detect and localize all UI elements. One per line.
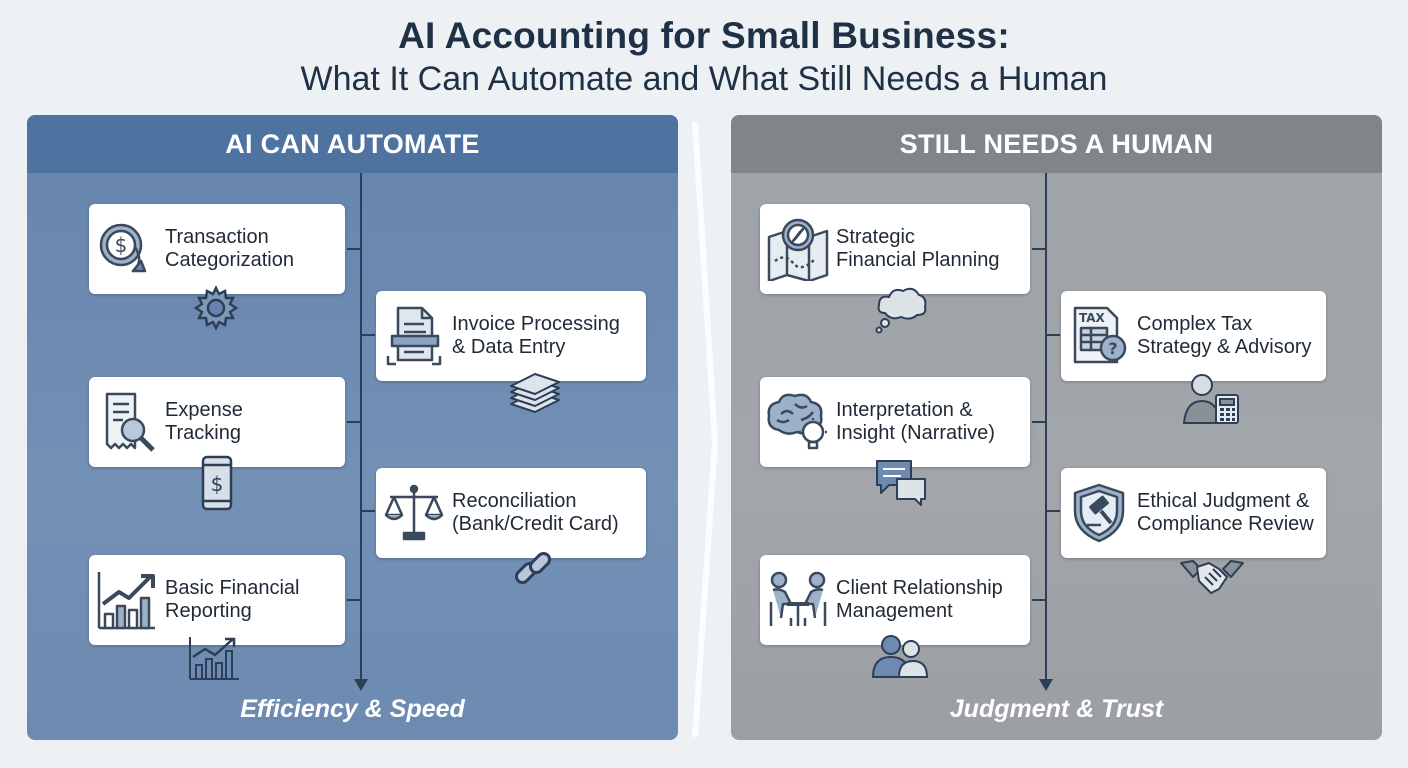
card-interpretation-insight: Interpretation & Insight (Narrative) — [760, 377, 1030, 467]
card-label: Basic Financial Reporting — [165, 577, 300, 622]
meeting-people-icon — [760, 565, 836, 635]
small-chart-icon — [187, 633, 241, 688]
card-expense-tracking: Expense Tracking — [89, 377, 345, 467]
right-spine-arrowhead — [1039, 679, 1053, 691]
card-client-relationship: Client Relationship Management — [760, 555, 1030, 645]
card-label: Expense Tracking — [165, 399, 243, 444]
tax-form-question-icon: TAX ? — [1061, 301, 1137, 371]
svg-text:?: ? — [1108, 339, 1117, 358]
connector — [347, 421, 360, 423]
connector — [1032, 421, 1045, 423]
bar-chart-growth-icon — [89, 565, 165, 635]
phone-dollar-icon: $ — [197, 455, 237, 516]
title-line-1: AI Accounting for Small Business: — [398, 15, 1010, 56]
shield-gavel-icon — [1061, 478, 1137, 548]
gear-icon — [191, 283, 241, 338]
ai-can-automate-panel: AI CAN AUTOMATE $ Transaction Categoriza… — [27, 115, 678, 740]
connector — [1047, 510, 1060, 512]
paper-stack-icon — [505, 368, 565, 425]
connector — [347, 248, 360, 250]
connector — [362, 334, 375, 336]
card-label: Transaction Categorization — [165, 226, 294, 271]
right-spine-line — [1045, 173, 1047, 685]
card-label: Client Relationship Management — [836, 577, 1003, 622]
card-label: Complex Tax Strategy & Advisory — [1137, 313, 1312, 358]
left-panel-header: AI CAN AUTOMATE — [27, 115, 678, 173]
left-panel-footer: Efficiency & Speed — [240, 695, 465, 723]
card-strategic-financial-planning: Strategic Financial Planning — [760, 204, 1030, 294]
card-ethical-judgment: Ethical Judgment & Compliance Review — [1061, 468, 1326, 558]
compass-map-icon — [760, 214, 836, 284]
connector — [1032, 248, 1045, 250]
left-spine-line — [360, 173, 362, 685]
svg-text:$: $ — [115, 233, 128, 257]
two-users-icon — [871, 633, 929, 684]
chat-bubbles-icon — [873, 457, 929, 512]
connector — [1047, 334, 1060, 336]
right-panel-header: STILL NEEDS A HUMAN — [731, 115, 1382, 173]
right-panel-footer: Judgment & Trust — [949, 695, 1164, 723]
thought-cloud-icon — [873, 283, 929, 340]
svg-text:TAX: TAX — [1079, 311, 1106, 325]
title-line-2: What It Can Automate and What Still Need… — [300, 60, 1108, 98]
card-basic-financial-reporting: Basic Financial Reporting — [89, 555, 345, 645]
chain-link-icon — [511, 549, 555, 598]
card-label: Interpretation & Insight (Narrative) — [836, 399, 995, 444]
card-complex-tax-strategy: TAX ? Complex Tax Strategy & Advisory — [1061, 291, 1326, 381]
card-transaction-categorization: $ Transaction Categorization — [89, 204, 345, 294]
dollar-refresh-icon: $ — [89, 214, 165, 284]
brain-lightbulb-icon — [760, 387, 836, 457]
card-label: Invoice Processing & Data Entry — [452, 313, 620, 358]
page-title: AI Accounting for Small Business: What I… — [0, 14, 1408, 100]
receipt-magnifier-icon — [89, 387, 165, 457]
divider-chevron — [689, 121, 721, 738]
card-label: Strategic Financial Planning — [836, 226, 1000, 271]
svg-text:$: $ — [211, 472, 224, 496]
connector — [347, 599, 360, 601]
card-invoice-processing: Invoice Processing & Data Entry — [376, 291, 646, 381]
card-label: Reconciliation (Bank/Credit Card) — [452, 490, 619, 535]
document-scan-icon — [376, 301, 452, 371]
card-label: Ethical Judgment & Compliance Review — [1137, 490, 1314, 535]
connector — [362, 510, 375, 512]
handshake-icon — [1179, 555, 1245, 604]
card-reconciliation: Reconciliation (Bank/Credit Card) — [376, 468, 646, 558]
balance-scale-icon — [376, 478, 452, 548]
connector — [1032, 599, 1045, 601]
left-spine-arrowhead — [354, 679, 368, 691]
person-calculator-icon — [1182, 371, 1244, 432]
still-needs-a-human-panel: STILL NEEDS A HUMAN Strategic Financial … — [731, 115, 1382, 740]
